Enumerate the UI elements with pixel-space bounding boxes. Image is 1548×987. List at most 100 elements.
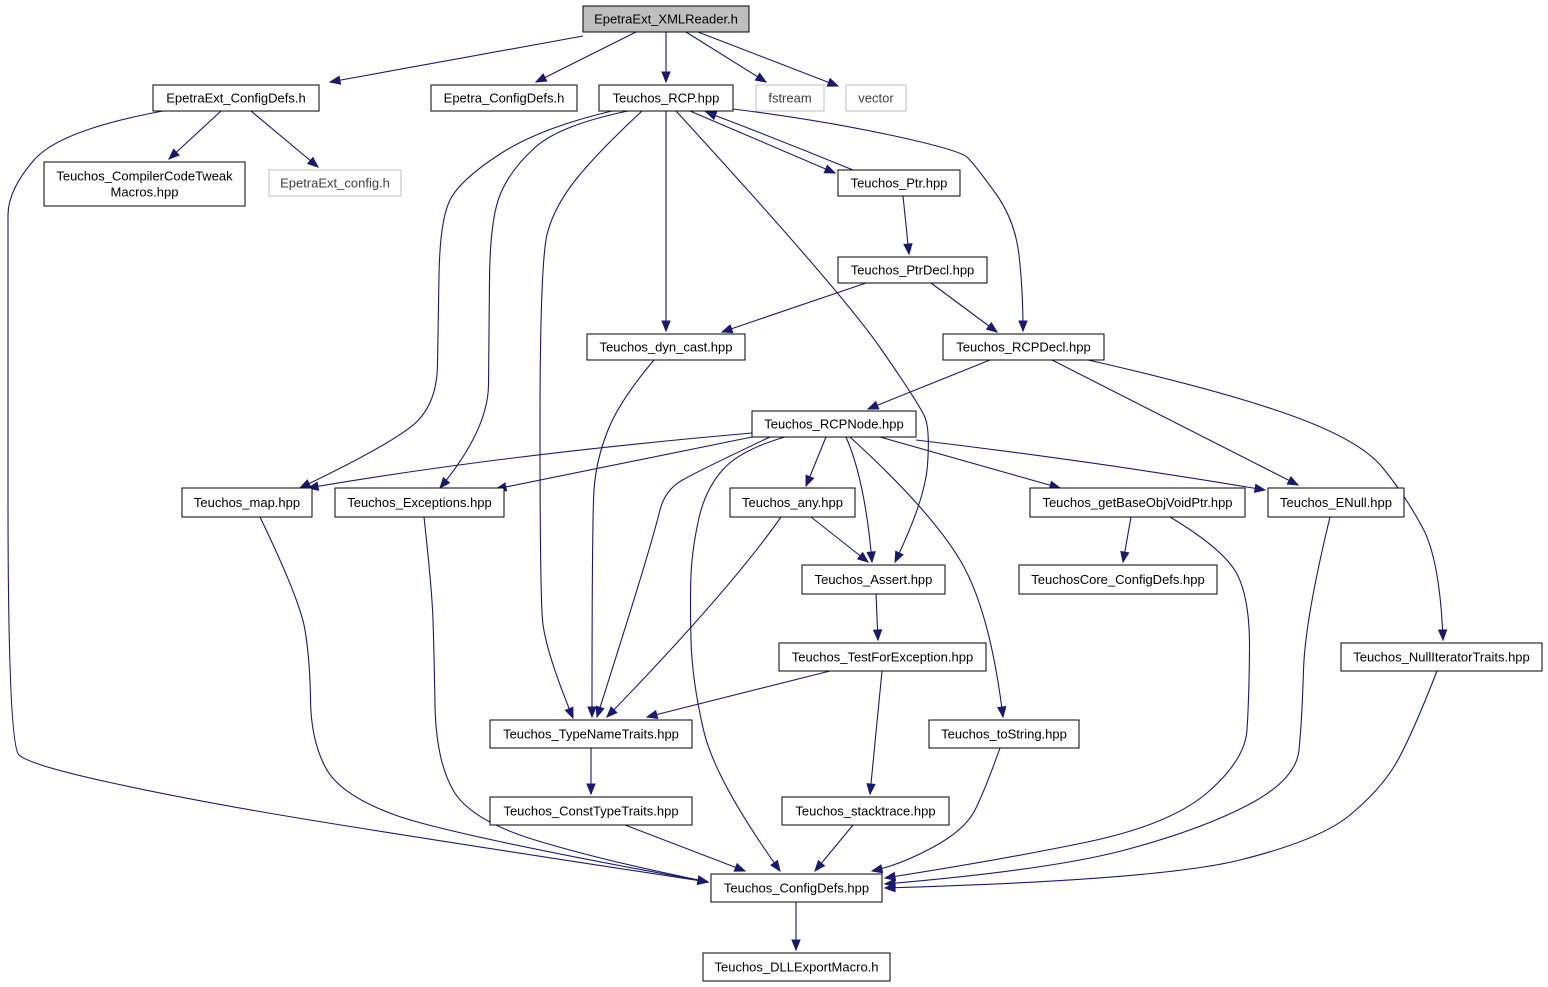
edge-line [646,670,831,718]
edge-rcp-to-rcpdecl [732,108,1028,333]
edge-xmlreader-to-epetraext_configdefs [328,35,584,85]
edge-any-to-assert [810,516,870,563]
edge-line [871,747,1001,872]
edge-ptr-to-ptrdecl [902,195,913,256]
arrowhead-icon [1253,483,1267,493]
arrowhead-icon [823,164,837,174]
node-teuchoscore-configdefs[interactable]: TeuchosCore_ConfigDefs.hpp [1018,564,1218,595]
edge-ptrdecl-to-rcpdecl [930,282,999,333]
node-label: fstream [768,91,811,106]
node-rcpdecl[interactable]: Teuchos_RCPDecl.hpp [942,333,1105,361]
node-box [152,84,320,112]
node-box [334,487,505,518]
node-label: Teuchos_stacktrace.hpp [795,804,935,819]
node-dyncast[interactable]: Teuchos_dyn_cast.hpp [586,333,746,361]
edge-rcpnode-to-getbaseobj [879,436,1062,490]
node-enull[interactable]: Teuchos_ENull.hpp [1267,487,1405,518]
edge-line [7,110,709,883]
arrowhead-icon [534,73,548,83]
node-label: Teuchos_DLLExportMacro.h [714,960,878,975]
node-any[interactable]: Teuchos_any.hpp [729,487,856,518]
node-typenametraits[interactable]: Teuchos_TypeNameTraits.hpp [489,719,693,749]
node-label: Teuchos_TestForException.hpp [792,650,973,665]
node-assert[interactable]: Teuchos_Assert.hpp [801,564,946,595]
node-box [1029,487,1246,518]
arrowhead-icon [645,709,659,720]
arrowhead-icon [872,629,883,642]
node-rcpnode[interactable]: Teuchos_RCPNode.hpp [751,410,917,438]
edge-line [884,670,1438,889]
node-label: Teuchos_dyn_cast.hpp [600,340,733,355]
node-teuchos-configdefs[interactable]: Teuchos_ConfigDefs.hpp [710,873,883,903]
arrowhead-icon [1018,320,1028,333]
node-label: Teuchos_any.hpp [742,495,843,510]
edge-rcp-to-ptr [689,110,837,174]
arrowhead-icon [595,705,605,719]
arrowhead-icon [586,783,596,796]
node-box [781,796,950,826]
node-fstream: fstream [755,84,825,112]
node-epetra-configdefs[interactable]: Epetra_ConfigDefs.h [430,84,578,112]
node-label: Teuchos_RCPNode.hpp [764,417,903,432]
edge-line [250,110,319,168]
node-stacktrace[interactable]: Teuchos_stacktrace.hpp [781,796,950,826]
edge-line [867,359,991,410]
edge-epetraext_configdefs-to-compilercodetweak [168,110,222,160]
edge-rcpdecl-to-rcpnode [866,359,991,410]
node-label: Teuchos_PtrDecl.hpp [851,263,975,278]
edge-rcpdecl-to-enull [1051,359,1300,486]
arrowhead-icon [661,71,671,84]
edge-tostring-to-teuchos_configdefs [870,747,1001,874]
node-testforexception[interactable]: Teuchos_TestForException.hpp [778,642,987,672]
edge-rcp-to-exceptions [439,110,629,490]
node-box [702,952,891,982]
node-box [751,410,917,438]
node-epetraext-configdefs[interactable]: EpetraExt_ConfigDefs.h [152,84,320,112]
node-consttypetraits[interactable]: Teuchos_ConstTypeTraits.hpp [489,796,693,826]
node-ptr[interactable]: Teuchos_Ptr.hpp [837,169,961,197]
edge-getbaseobj-to-teuchoscore_configdefs [1120,516,1132,564]
edge-line [884,516,1331,885]
arrowhead-icon [439,476,451,490]
arrowhead-icon [328,75,342,85]
node-epetraext-config: EpetraExt_config.h [268,169,402,197]
arrowhead-icon [826,77,840,87]
node-box [598,84,734,112]
edge-rcp-to-dyncast [661,111,671,333]
edge-line [329,35,584,83]
arrowhead-icon [894,550,904,564]
edge-line [721,282,867,333]
node-label: Teuchos_RCPDecl.hpp [956,340,1090,355]
arrowhead-icon [720,324,734,334]
node-nulliterator[interactable]: Teuchos_NullIteratorTraits.hpp [1340,642,1543,672]
arrowhead-icon [606,706,618,718]
arrowhead-icon [997,706,1007,719]
edge-any-to-typenametraits [606,516,782,718]
edge-rcpnode-to-teuchos_configdefs [689,436,786,873]
node-box [710,873,883,903]
node-label: Teuchos_Ptr.hpp [851,176,948,191]
node-box [43,161,246,207]
arrowhead-icon [1286,476,1300,486]
node-label: Teuchos_RCP.hpp [613,91,720,106]
node-ptrdecl[interactable]: Teuchos_PtrDecl.hpp [837,256,988,284]
node-box [430,84,578,112]
edge-xmlreader-to-epetra_configdefs [534,31,637,83]
edge-epetraext_configdefs-to-epetraext_config [250,110,320,168]
node-label: Teuchos_ConstTypeTraits.hpp [503,804,678,819]
node-box [801,564,946,595]
node-getbaseobj[interactable]: Teuchos_getBaseObjVoidPtr.hpp [1029,487,1246,518]
node-tostring[interactable]: Teuchos_toString.hpp [928,719,1080,749]
node-label: Teuchos_Exceptions.hpp [347,495,492,510]
node-box [181,487,313,518]
node-box [928,719,1080,749]
node-rcp[interactable]: Teuchos_RCP.hpp [598,84,734,112]
edges-layer [7,31,1448,952]
node-dllexport[interactable]: Teuchos_DLLExportMacro.h [702,952,891,982]
edge-typenametraits-to-consttypetraits [586,748,596,796]
node-exceptions[interactable]: Teuchos_Exceptions.hpp [334,487,505,518]
node-box [586,333,746,361]
arrowhead-icon [856,551,870,563]
node-map[interactable]: Teuchos_map.hpp [181,487,313,518]
